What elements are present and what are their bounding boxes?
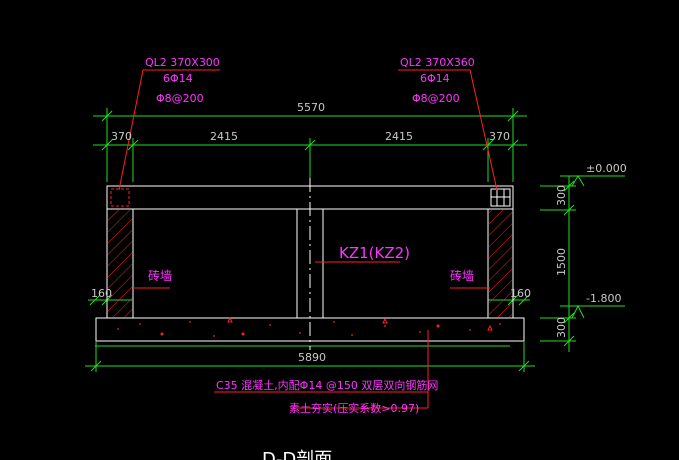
right-beam-title: QL2 370X360 <box>400 56 475 69</box>
brick-wall-left-label: 砖墙 <box>148 268 172 283</box>
dim-offset-left: 160 <box>91 287 112 300</box>
elevation-top: ±0.000 <box>586 162 627 175</box>
dim-seg-mid-left: 2415 <box>210 130 238 143</box>
dim-total-top: 5570 <box>297 101 325 114</box>
dim-offset-right: 160 <box>510 287 531 300</box>
left-beam-stirrup: Φ8@200 <box>156 92 204 105</box>
dim-total-bottom: 5890 <box>298 351 326 364</box>
elevation-bottom: -1.800 <box>586 292 621 305</box>
right-beam-rebar-grid <box>490 188 511 207</box>
leader-lines <box>118 69 498 409</box>
brick-wall-hatching <box>108 188 512 317</box>
note-fill: 素土夯实(压实系数>0.97) <box>289 401 419 415</box>
dim-seg-right: 370 <box>489 130 510 143</box>
right-beam-rebar: 6Φ14 <box>420 72 450 85</box>
brick-wall-right-label: 砖墙 <box>450 268 474 283</box>
dim-vert-top: 300 <box>555 185 568 206</box>
right-beam-stirrup: Φ8@200 <box>412 92 460 105</box>
left-beam-rebar: 6Φ14 <box>163 72 193 85</box>
section-title: D-D剖面 <box>262 449 332 460</box>
left-beam-title: QL2 370X300 <box>145 56 220 69</box>
column-label: KZ1(KZ2) <box>339 244 410 262</box>
structure-outline <box>95 178 525 350</box>
dim-vert-bottom: 300 <box>555 317 568 338</box>
note-slab: C35 混凝土,内配Φ14 @150 双层双向钢筋网 <box>216 378 438 392</box>
dimension-lines <box>85 108 625 372</box>
dim-seg-mid-right: 2415 <box>385 130 413 143</box>
concrete-slab-speckles <box>117 316 501 337</box>
dim-seg-left: 370 <box>111 130 132 143</box>
dim-vert-mid: 1500 <box>555 248 568 276</box>
